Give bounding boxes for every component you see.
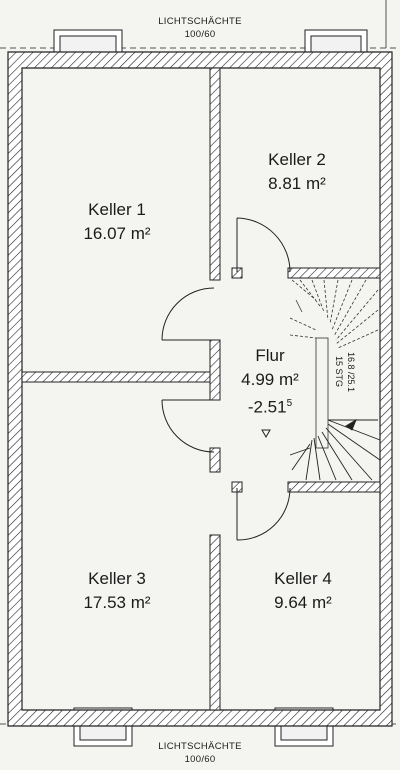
level-marker — [261, 429, 271, 439]
top-light-well-label: LICHTSCHÄCHTE 100/60 — [158, 16, 242, 40]
doors — [161, 217, 291, 541]
staircase-solid — [289, 418, 381, 481]
floor-level: -2.515 — [247, 397, 293, 417]
bottom-light-well-label: LICHTSCHÄCHTE 100/60 — [158, 741, 242, 765]
exterior-wall — [7, 51, 393, 727]
interior-walls — [21, 67, 381, 711]
stair-ratio-label: 16.8 /25.1 — [346, 352, 356, 393]
room-flur: Flur 4.99 m² -2.515 — [230, 344, 310, 420]
staircase — [289, 279, 379, 449]
stair-steps-label: 15 STG — [334, 356, 344, 388]
